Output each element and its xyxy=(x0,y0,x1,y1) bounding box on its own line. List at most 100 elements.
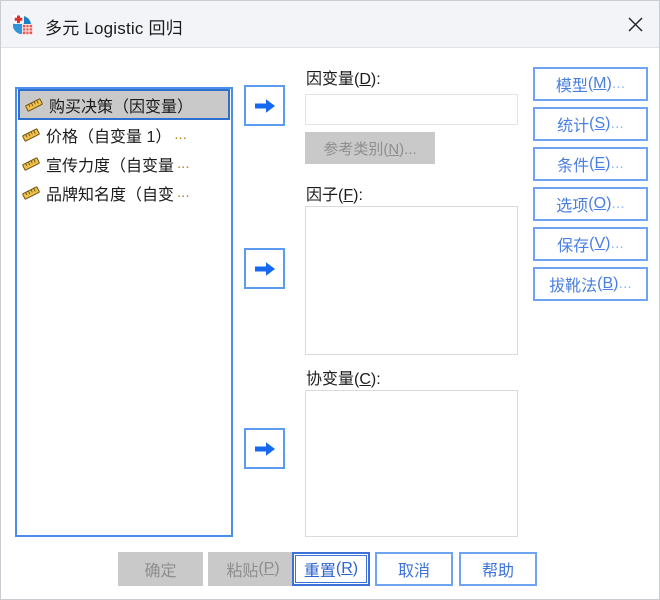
paren-close: ): xyxy=(370,71,381,88)
ellipsis: ... xyxy=(611,195,625,212)
paren-open: ( xyxy=(383,140,389,158)
accelerator-key: M xyxy=(593,75,607,92)
paren-open: ( xyxy=(258,560,264,577)
paren-open: ( xyxy=(588,195,594,212)
bootstrap-button[interactable]: 拔靴法(B)... xyxy=(533,267,648,301)
help-button[interactable]: 帮助 xyxy=(459,552,537,586)
ellipsis: ... xyxy=(611,75,626,92)
list-item[interactable]: 宣传力度（自变量 ... xyxy=(17,149,231,178)
paren-close: ) xyxy=(605,155,611,172)
reset-button[interactable]: 重置(R) xyxy=(292,552,370,586)
ellipsis: ... xyxy=(610,115,624,132)
move-to-covariate-arrow[interactable] xyxy=(244,428,285,469)
reset-button-label: 重置 xyxy=(303,563,336,580)
move-to-factor-arrow[interactable] xyxy=(244,248,285,289)
paren-open: ( xyxy=(589,155,595,172)
paren-open: ( xyxy=(338,187,344,204)
spss-icon xyxy=(11,13,35,37)
window-title: 多元 Logistic 回归 xyxy=(45,19,183,38)
covariate-label: 协变量(C): xyxy=(306,365,381,389)
options-button-label: 选项 xyxy=(556,198,589,215)
paren-open: ( xyxy=(589,235,595,252)
paren-close: ) xyxy=(605,115,611,132)
accelerator-key: R xyxy=(341,560,353,577)
truncation-ellipsis: ... xyxy=(177,155,190,172)
ellipsis: ... xyxy=(610,235,624,252)
paren-close: ) xyxy=(606,195,612,212)
ellipsis: ... xyxy=(618,275,632,292)
paren-close: ): xyxy=(370,371,381,388)
scale-measure-icon xyxy=(21,126,41,144)
criteria-button-label: 条件 xyxy=(557,158,590,175)
paren-close: ) xyxy=(352,560,359,577)
paren-close: ) xyxy=(605,235,611,252)
list-item[interactable]: 购买决策（因变量） xyxy=(18,89,230,120)
options-button[interactable]: 选项(O)... xyxy=(533,187,648,221)
accelerator-key: F xyxy=(343,187,354,204)
paren-close: ): xyxy=(353,187,363,204)
title-bar: 多元 Logistic 回归 xyxy=(1,1,659,48)
dependent-variable-label: 因变量(D): xyxy=(306,65,381,89)
paren-close: ) xyxy=(274,560,280,577)
bootstrap-button-label: 拔靴法 xyxy=(549,278,598,295)
paren-close: ) xyxy=(613,275,619,292)
dependent-label-text: 因变量 xyxy=(306,71,355,88)
list-item[interactable]: 品牌知名度（自变 ... xyxy=(17,178,231,207)
save-button[interactable]: 保存(V)... xyxy=(533,227,648,261)
factor-list-box[interactable] xyxy=(305,206,518,355)
covariate-label-text: 协变量 xyxy=(306,371,355,388)
paren-open: ( xyxy=(354,371,360,388)
truncation-ellipsis: ... xyxy=(177,184,190,201)
scale-measure-icon xyxy=(24,96,44,114)
paren-open: ( xyxy=(597,275,603,292)
close-button[interactable] xyxy=(611,1,659,47)
save-button-label: 保存 xyxy=(557,238,590,255)
arrow-right-icon xyxy=(254,261,275,276)
help-button-label: 帮助 xyxy=(481,563,514,580)
statistics-button-label: 统计 xyxy=(557,118,590,135)
factor-label-text: 因子 xyxy=(306,187,339,204)
scale-measure-icon xyxy=(21,155,41,173)
model-button[interactable]: 模型(M)... xyxy=(533,67,648,101)
covariate-list-box[interactable] xyxy=(305,390,518,537)
ref-category-text: 参考类别 xyxy=(323,140,384,158)
list-item-label: 价格（自变量 1） xyxy=(46,128,172,146)
arrow-right-icon xyxy=(254,441,275,456)
list-item-label: 品牌知名度（自变 xyxy=(46,186,175,204)
reference-category-button[interactable]: 参考类别(N)... xyxy=(305,132,435,164)
paren-open: ( xyxy=(589,115,595,132)
accelerator-key: E xyxy=(594,155,606,172)
accelerator-key: C xyxy=(359,371,371,388)
paren-close: )... xyxy=(399,140,417,158)
accelerator-key: S xyxy=(594,115,606,132)
scale-measure-icon xyxy=(21,184,41,202)
paren-open: ( xyxy=(587,75,594,92)
accelerator-key: P xyxy=(263,560,275,577)
accelerator-key: V xyxy=(594,235,606,252)
list-item-label: 宣传力度（自变量 xyxy=(46,157,175,175)
ok-button-label: 确定 xyxy=(144,563,177,580)
paste-button[interactable]: 粘贴(P) xyxy=(208,552,298,586)
paren-close: ) xyxy=(606,75,612,92)
paste-button-label: 粘贴 xyxy=(226,563,259,580)
source-variable-list[interactable]: 购买决策（因变量） 价格（自变量 1） ... xyxy=(15,87,233,537)
criteria-button[interactable]: 条件(E)... xyxy=(533,147,648,181)
statistics-button[interactable]: 统计(S)... xyxy=(533,107,648,141)
list-item[interactable]: 价格（自变量 1） ... xyxy=(17,120,231,149)
ok-button[interactable]: 确定 xyxy=(118,552,203,586)
factor-label: 因子(F): xyxy=(306,181,363,205)
cancel-button-label: 取消 xyxy=(397,563,430,580)
accelerator-key: D xyxy=(359,71,371,88)
cancel-button[interactable]: 取消 xyxy=(375,552,453,586)
accelerator-key: N xyxy=(388,140,400,158)
dependent-variable-field[interactable] xyxy=(305,94,518,125)
ellipsis: ... xyxy=(610,155,624,172)
arrow-right-icon xyxy=(254,98,275,113)
model-button-label: 模型 xyxy=(555,78,588,95)
paren-open: ( xyxy=(354,71,360,88)
paren-open: ( xyxy=(335,560,342,577)
accelerator-key: O xyxy=(593,195,607,212)
accelerator-key: B xyxy=(602,275,614,292)
move-to-dependent-arrow[interactable] xyxy=(244,85,285,126)
